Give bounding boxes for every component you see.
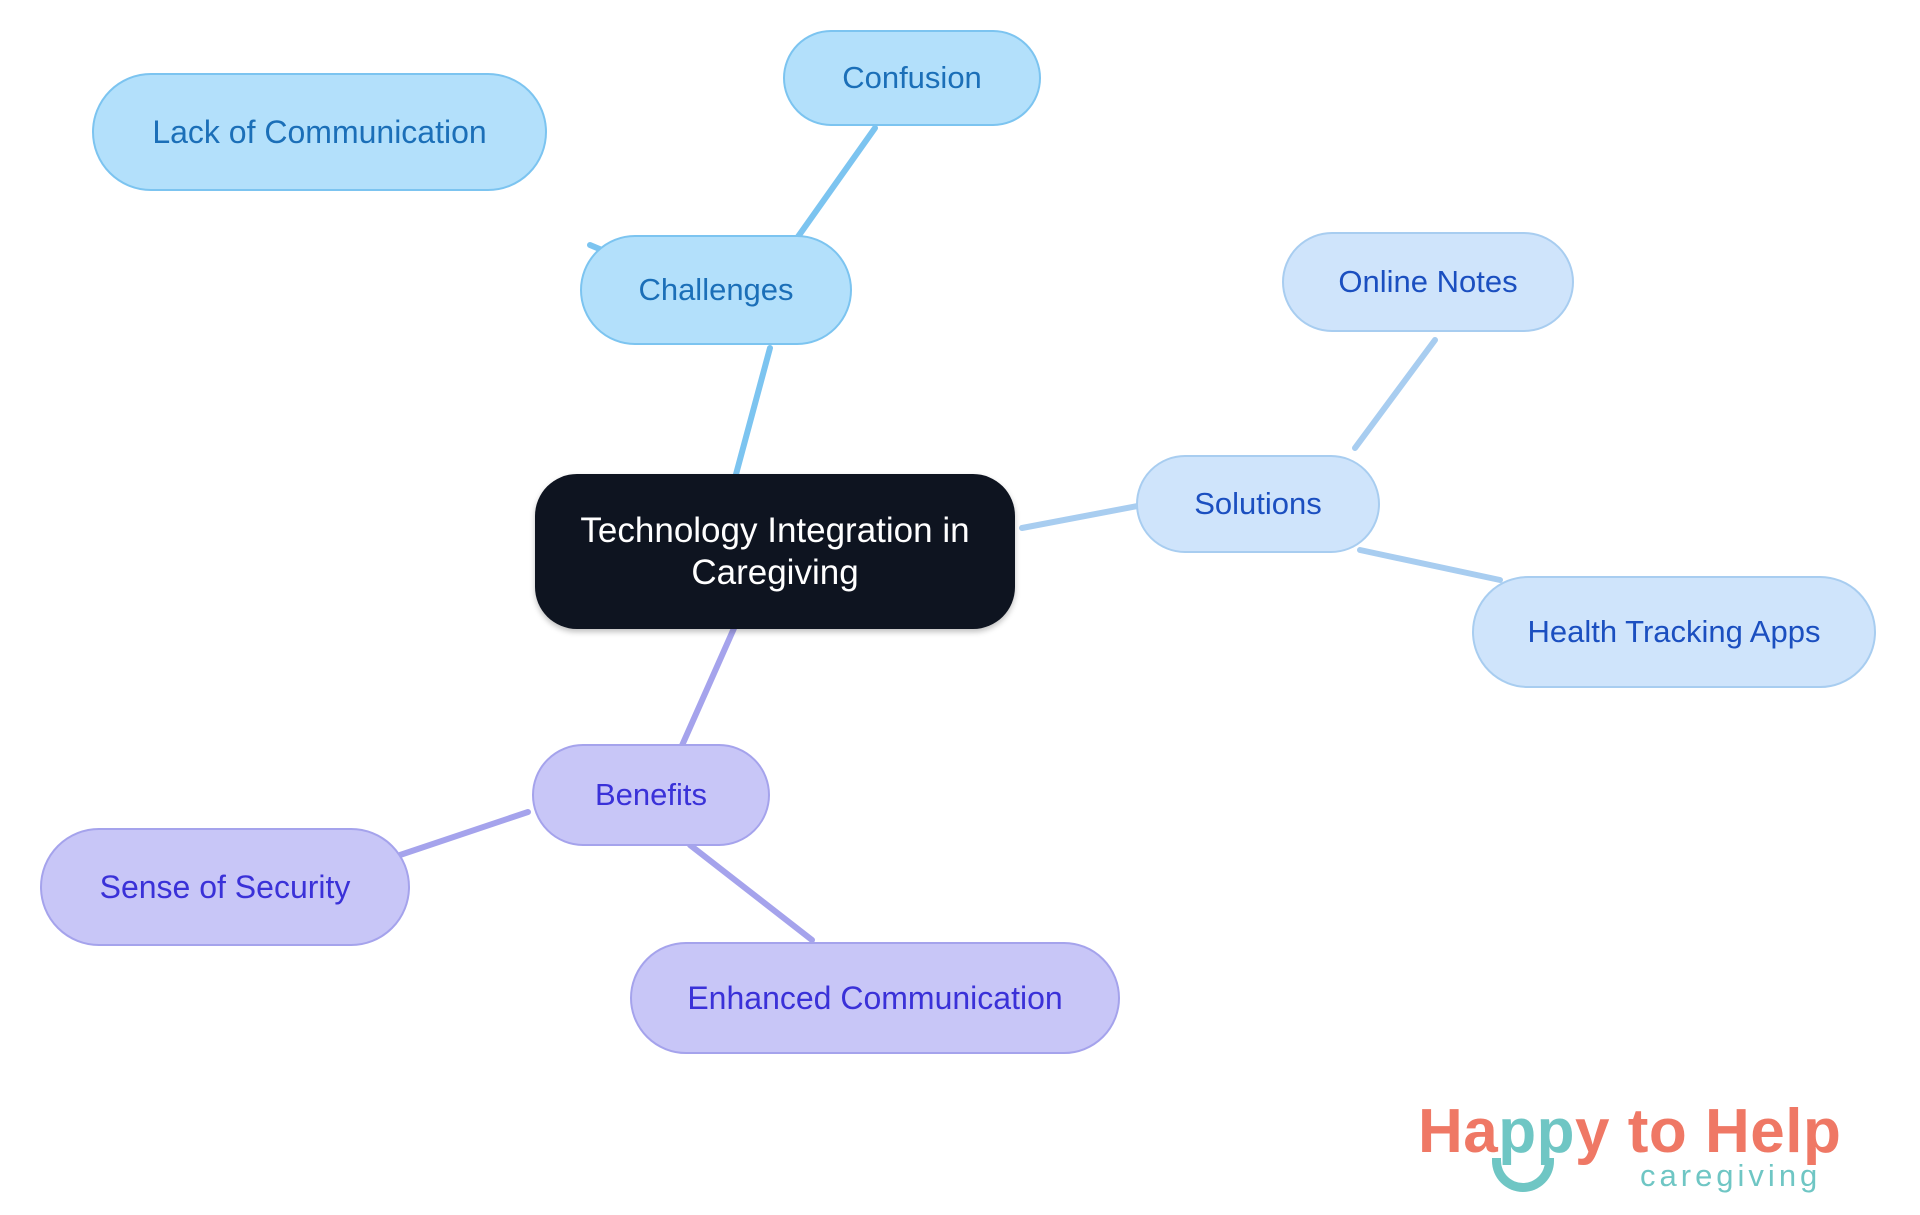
- node-lack-of-communication[interactable]: Lack of Communication: [92, 73, 547, 191]
- logo-text-pp: pp: [1498, 1097, 1576, 1166]
- node-online-notes[interactable]: Online Notes: [1282, 232, 1574, 332]
- node-root[interactable]: Technology Integration in Caregiving: [535, 474, 1015, 629]
- edge-benefits-sense-of-security: [397, 809, 531, 858]
- node-benefits[interactable]: Benefits: [532, 744, 770, 846]
- edge-solutions-health-tracking-apps: [1357, 547, 1503, 583]
- node-solutions[interactable]: Solutions: [1136, 455, 1380, 553]
- edge-solutions-online-notes: [1352, 337, 1438, 451]
- logo-text-y: y: [1575, 1097, 1610, 1166]
- edge-root-challenges: [732, 345, 773, 481]
- node-challenges[interactable]: Challenges: [580, 235, 852, 345]
- logo-tagline: caregiving: [1640, 1158, 1822, 1193]
- logo-text-tohelp: to Help: [1610, 1097, 1842, 1166]
- edge-root-benefits: [677, 623, 738, 753]
- node-enhanced-communication[interactable]: Enhanced Communication: [630, 942, 1120, 1054]
- node-health-tracking-apps[interactable]: Health Tracking Apps: [1472, 576, 1876, 688]
- logo-wordmark: Happy to Help: [1418, 1096, 1841, 1167]
- logo-text-ha: Ha: [1418, 1097, 1499, 1166]
- edge-root-solutions: [1019, 501, 1151, 531]
- node-confusion[interactable]: Confusion: [783, 30, 1041, 126]
- brand-logo: Happy to Help caregiving: [1418, 1096, 1918, 1208]
- smile-icon: [1492, 1158, 1554, 1192]
- node-sense-of-security[interactable]: Sense of Security: [40, 828, 410, 946]
- edge-challenges-confusion: [787, 125, 878, 251]
- edge-benefits-enhanced-communication: [687, 842, 815, 943]
